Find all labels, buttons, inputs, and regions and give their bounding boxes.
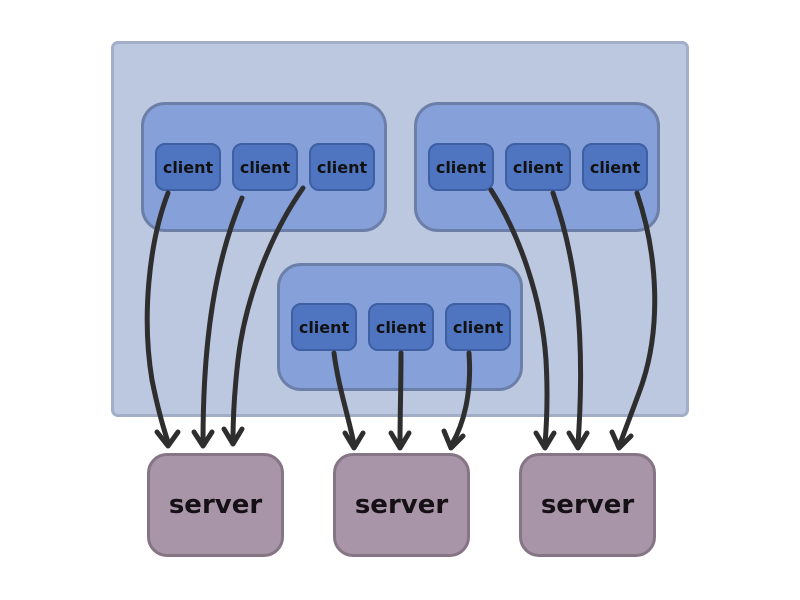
arrow-head-b2 xyxy=(566,430,590,451)
client-node-a3: client xyxy=(309,143,375,191)
client-node-b3: client xyxy=(582,143,648,191)
arrow-head-b1 xyxy=(533,430,557,451)
arrow-head-c2 xyxy=(388,430,412,451)
client-node-b2: client xyxy=(505,143,571,191)
server-node-center: server xyxy=(333,453,470,557)
client-node-c3: client xyxy=(445,303,511,351)
client-node-c1: client xyxy=(291,303,357,351)
arrow-head-a3 xyxy=(221,426,245,447)
client-node-a2: client xyxy=(232,143,298,191)
server-node-right: server xyxy=(519,453,656,557)
arrow-head-a1 xyxy=(154,429,181,449)
arrow-head-b3 xyxy=(609,429,634,451)
client-node-b1: client xyxy=(428,143,494,191)
arrow-head-a2 xyxy=(191,429,215,449)
server-node-left: server xyxy=(147,453,284,557)
client-node-c2: client xyxy=(368,303,434,351)
arrow-head-c3 xyxy=(441,428,466,451)
arrow-head-c1 xyxy=(342,430,366,451)
client-node-a1: client xyxy=(155,143,221,191)
